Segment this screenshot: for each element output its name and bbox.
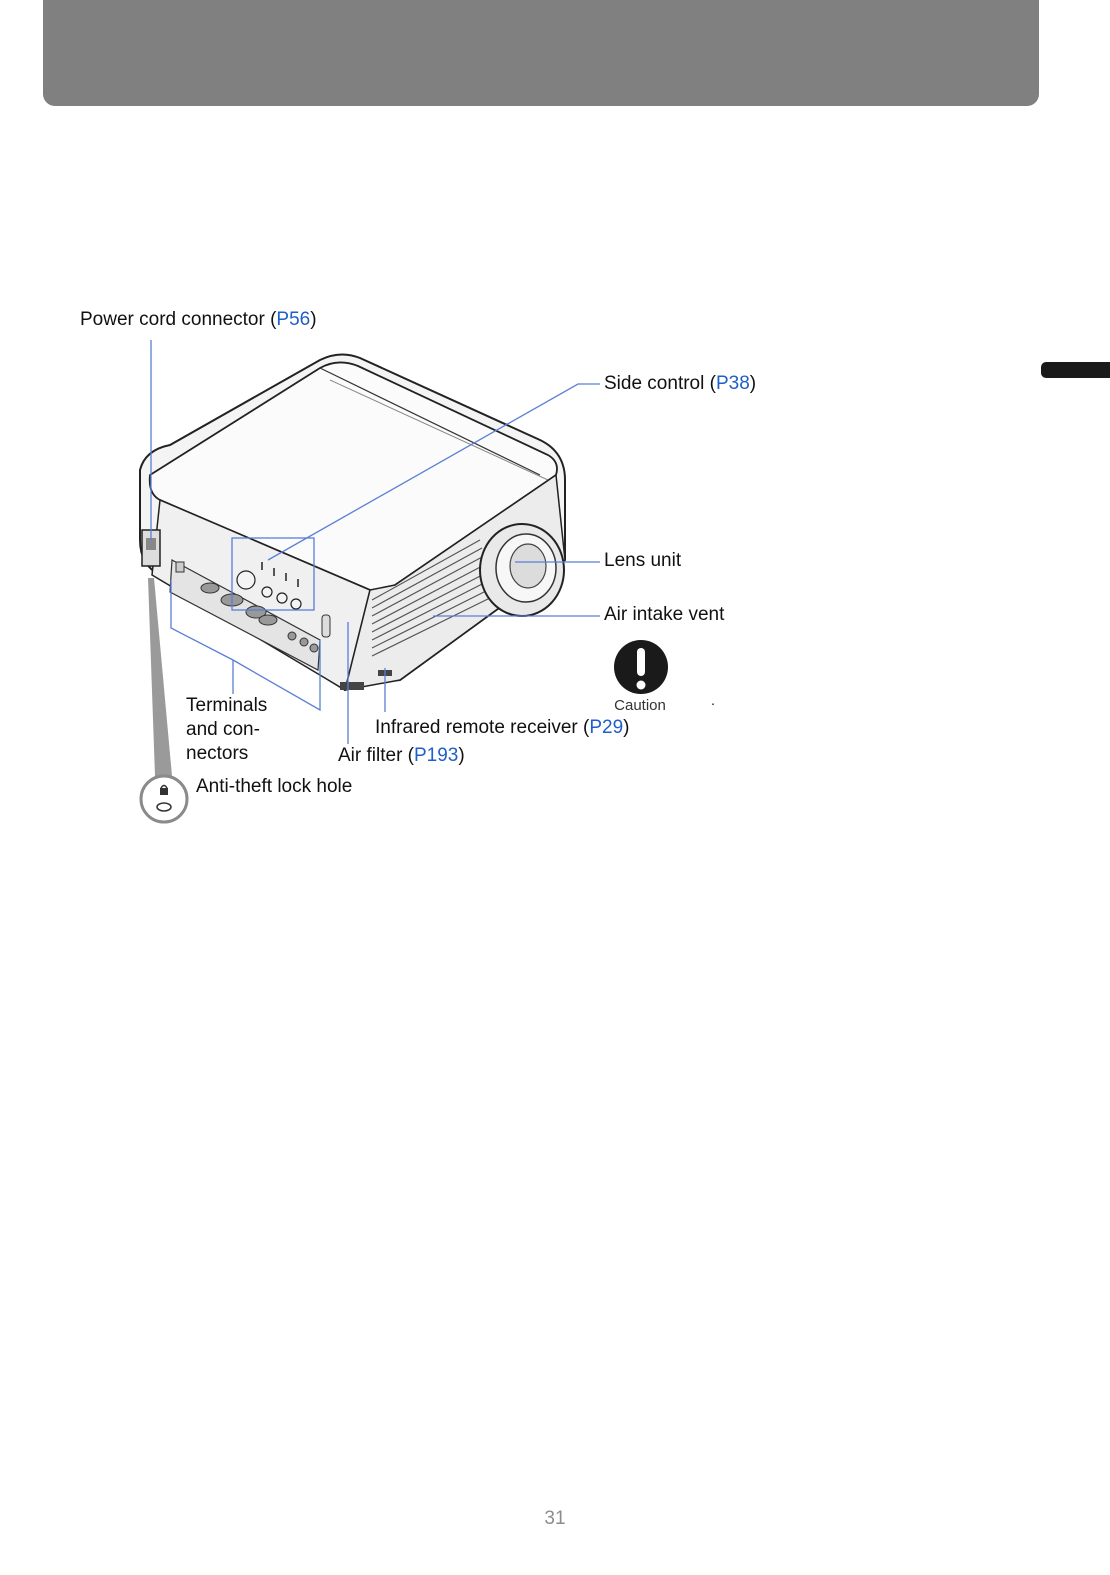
caution-label: Caution [604,698,676,714]
label-text: Air filter ( [338,745,414,766]
terminals-line-3: nectors [186,742,267,766]
anti-theft-lock-hole-label: Anti-theft lock hole [196,775,352,799]
exclamation-caution-icon [612,640,670,696]
page-ref-link[interactable]: P56 [276,309,310,330]
side-control-label: Side control (P38) [604,372,756,396]
page-number: 31 [0,1508,1110,1530]
infrared-remote-receiver-label: Infrared remote receiver (P29) [375,716,630,740]
page-ref-link[interactable]: P193 [414,745,458,766]
label-text: ) [310,309,316,330]
page-ref-link[interactable]: P29 [589,717,623,738]
terminals-line-1: Terminals [186,694,267,718]
label-text: ) [623,717,629,738]
terminals-label: Terminals and con- nectors [186,694,267,766]
label-text: Side control ( [604,373,716,394]
label-text: ) [458,745,464,766]
lock-icon [139,774,191,826]
air-intake-vent-label: Air intake vent [604,603,724,627]
label-text: Power cord connector ( [80,309,276,330]
page-ref-link[interactable]: P38 [716,373,750,394]
lock-icon-wrap [139,774,191,831]
stray-dot: . [711,692,715,708]
terminals-line-2: and con- [186,718,267,742]
power-cord-connector-label: Power cord connector (P56) [80,308,317,332]
label-text: ) [750,373,756,394]
air-filter-label: Air filter (P193) [338,744,465,768]
lens-unit-label: Lens unit [604,549,681,573]
caution-icon-wrap [612,640,670,701]
label-text: Infrared remote receiver ( [375,717,589,738]
